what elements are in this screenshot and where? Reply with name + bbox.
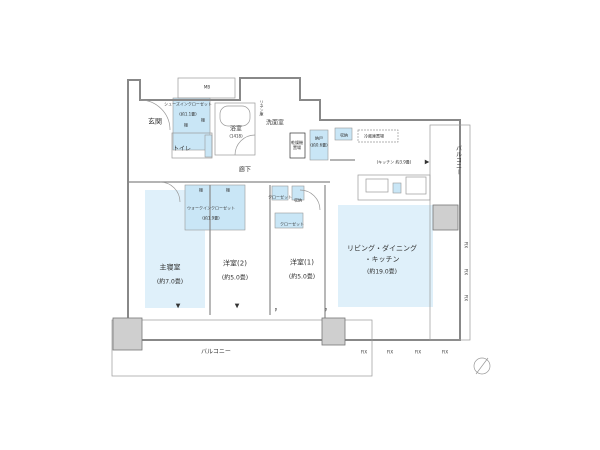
western2-area: (約5.0畳) — [221, 274, 249, 282]
toilet-label: トイレ — [172, 145, 192, 153]
ldk-label: リビング・ダイニング — [347, 244, 417, 253]
window-arrow: ▼ — [175, 302, 181, 310]
closet-label: クローゼット — [268, 194, 292, 200]
western1-area: (約5.0畳) — [288, 273, 316, 281]
kitchen-sink-fill — [392, 182, 402, 194]
shoes-closet-area: (約1.1畳) — [179, 111, 197, 117]
kitchen-arrow: ▶ — [424, 158, 430, 166]
outer-wall — [127, 77, 461, 341]
bath-label: 浴室 — [229, 125, 243, 133]
dryer-box — [289, 132, 306, 159]
toilet-tank-fill — [204, 134, 213, 158]
ldk-label-2: ・キッチン — [364, 255, 400, 264]
right-balcony-label: バルコニー — [454, 145, 462, 175]
fix-label: FIX — [386, 349, 394, 355]
door-swing-bath — [234, 134, 256, 156]
fix-label: FIX — [463, 294, 469, 302]
right-balcony — [429, 124, 471, 341]
fix-label: FIX — [463, 241, 469, 249]
door-swing-w1 — [299, 189, 321, 211]
door-swing-bedroom — [159, 181, 181, 203]
linen-label: リネン庫 — [259, 100, 265, 116]
master-bedroom-label: 主寝室 — [159, 263, 181, 272]
fix-label: FIX — [463, 268, 469, 276]
western2-label: 洋室(2) — [223, 259, 247, 268]
storeroom-label: 納戸 — [315, 135, 323, 141]
shoes-closet-label: シューズインクローゼット — [164, 101, 212, 107]
stove — [405, 176, 427, 195]
storage-fill — [334, 127, 353, 141]
dryer-label: 乾燥機置場 — [291, 140, 303, 150]
wic-label: ウォークインクローゼット — [187, 205, 235, 211]
mb-label: MB — [203, 84, 211, 90]
storeroom-fill — [309, 129, 329, 161]
shelf-label: 棚 — [184, 122, 188, 128]
column — [112, 317, 143, 351]
bottom-balcony-label: バルコニー — [201, 348, 231, 356]
fix-label: FIX — [360, 349, 368, 355]
storage2-fill — [291, 185, 305, 201]
wic-area: (約1.9畳) — [202, 215, 220, 221]
shelf-label: 棚 — [201, 117, 205, 123]
ldk-fill — [338, 205, 433, 307]
shoes-closet-fill — [172, 97, 211, 151]
storeroom-area: (約0.6畳) — [310, 142, 328, 148]
fix-label: FIX — [414, 349, 422, 355]
wic-shelf-label: 棚 — [226, 187, 230, 193]
fix-label: FIX — [441, 349, 449, 355]
bath-size: (1418) — [229, 133, 243, 139]
column — [432, 204, 459, 231]
wic-fill — [184, 184, 246, 231]
compass-needle — [475, 357, 489, 375]
western1-label: 洋室(1) — [290, 258, 314, 267]
master-bedroom-area: (約7.0畳) — [156, 278, 184, 286]
kitchen-label: (キッチン 約3.9畳) — [376, 159, 412, 165]
bathtub — [219, 105, 251, 127]
closet-label: クローゼット — [280, 221, 304, 227]
washroom-label: 洗面室 — [265, 119, 285, 127]
fridge-label: 冷蔵庫置場 — [364, 133, 384, 139]
pipe-label: P — [324, 307, 328, 313]
hallway-label: 廊下 — [238, 166, 252, 174]
compass — [473, 357, 491, 375]
closet-fill — [271, 185, 289, 201]
bottom-balcony — [111, 319, 373, 377]
storage-label: 収納 — [340, 132, 348, 138]
fridge-box — [357, 129, 399, 143]
closet2-fill — [274, 212, 304, 229]
storage-label: 収納 — [294, 197, 302, 203]
kitchen-sink — [365, 178, 389, 193]
entrance-label: 玄関 — [148, 117, 162, 126]
door-swing-entrance — [139, 99, 171, 131]
column — [321, 317, 346, 346]
toilet-room — [171, 132, 213, 159]
pipe-label: P — [274, 307, 278, 313]
ldk-area: (約19.0畳) — [366, 268, 398, 276]
wic-shelf-label: 棚 — [199, 187, 203, 193]
window-arrow: ▼ — [234, 302, 240, 310]
mb-box — [177, 77, 236, 99]
